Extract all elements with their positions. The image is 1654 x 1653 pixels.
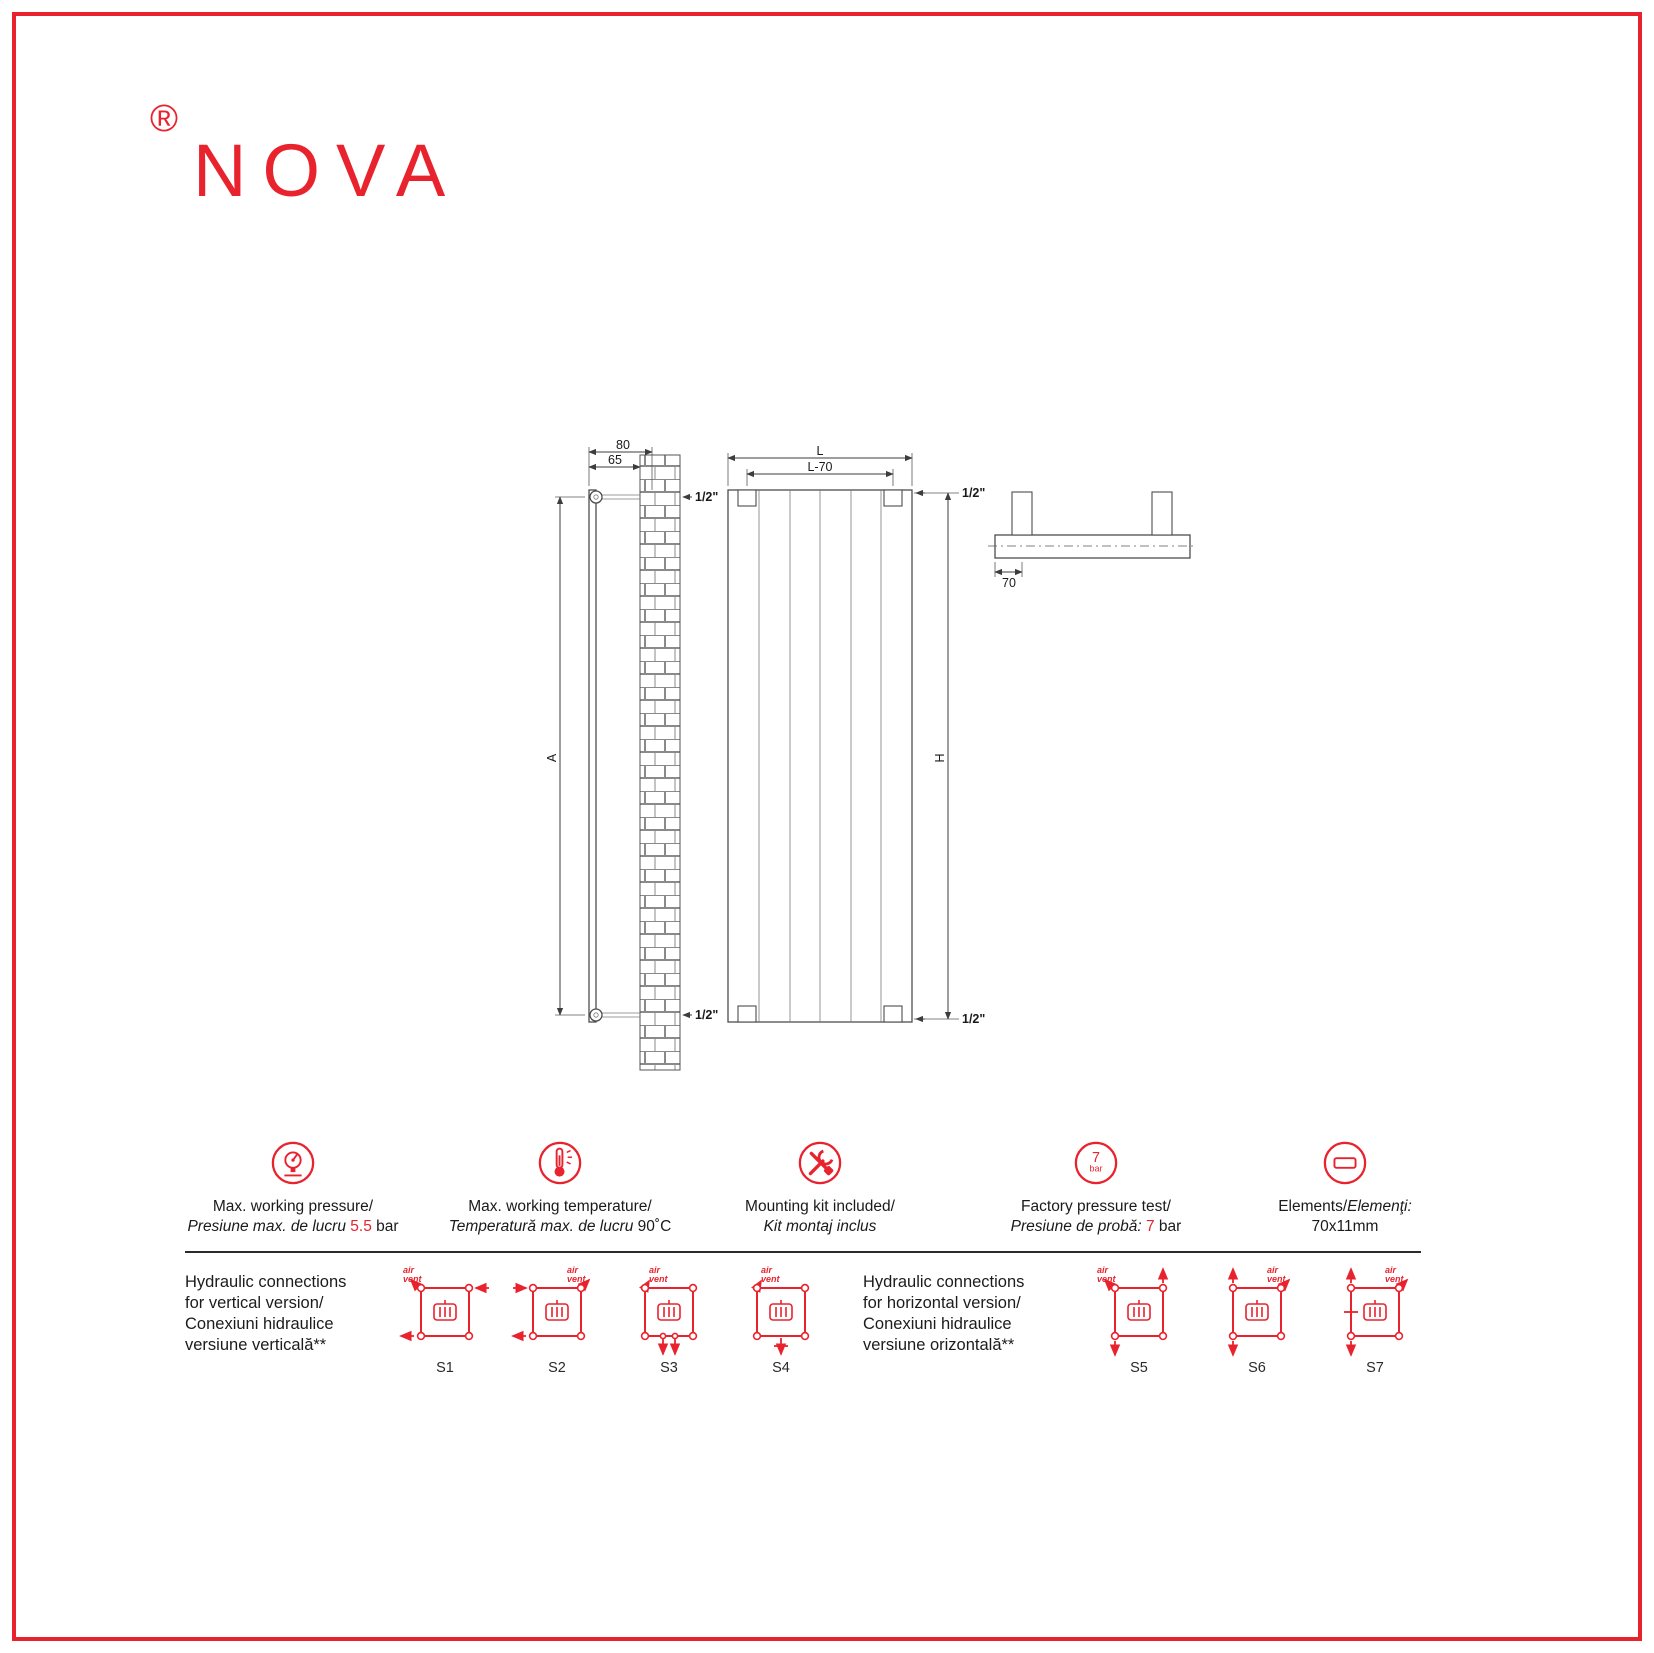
spec-title: Max. working pressure/ [212, 1198, 374, 1215]
thermometer-icon [538, 1141, 582, 1185]
diagram-label: S4 [772, 1360, 790, 1376]
spec-factory-pressure-test: 7 bar Factory pressure test/ Presiune de… [996, 1140, 1196, 1237]
spec-title: Factory pressure test/ [1021, 1198, 1171, 1215]
spec-sub-text: Kit montaj inclus [763, 1218, 877, 1235]
air-vent-label: air [403, 1265, 415, 1275]
diagram-label: S7 [1366, 1360, 1384, 1376]
connection-diagram-s6: air vent S6 [1209, 1264, 1305, 1376]
connection-diagram-s1: air vent S1 [397, 1264, 493, 1376]
connection-diagram-s7: air vent S7 [1327, 1264, 1423, 1376]
spec-sub-text: Temperatură max. de lucru [448, 1218, 638, 1235]
technical-drawing: 80 65 A 1/2" 1/2" L L-70 [545, 440, 1197, 1071]
connection-diagram-s2: air vent S2 [509, 1264, 605, 1376]
connection-size-front-bottom: 1/2" [962, 1012, 985, 1026]
horizontal-connection-diagrams: air vent S5 air vent [1091, 1264, 1423, 1376]
spec-max-working-temperature: Max. working temperature/ Temperatură ma… [440, 1140, 680, 1237]
air-vent-label: vent [1385, 1274, 1405, 1284]
dimension-65: 65 [608, 453, 622, 467]
badge-unit: bar [1089, 1164, 1102, 1174]
pressure-gauge-icon [271, 1141, 315, 1185]
spec-subtitle: Presiune de probă: 7 bar [996, 1217, 1196, 1237]
spec-mounting-kit: Mounting kit included/ Kit montaj inclus [720, 1140, 920, 1237]
dimension-H: H [933, 753, 947, 762]
spec-elements: Elements/Elemenţi: 70x11mm [1265, 1140, 1425, 1237]
vertical-connection-diagrams: air vent S1 air vent [397, 1264, 829, 1376]
s1-schematic: air vent [399, 1265, 489, 1342]
connection-size-side-bottom: 1/2" [695, 1008, 718, 1022]
dimension-70: 70 [1002, 576, 1016, 590]
dimension-L: L [817, 444, 824, 458]
spec-title: Mounting kit included/ [745, 1198, 895, 1215]
spec-subtitle: Presiune max. de lucru 5.5 bar [183, 1217, 403, 1237]
spec-subtitle: Temperatură max. de lucru 90˚C [440, 1217, 680, 1237]
s2-schematic: air vent [511, 1265, 591, 1342]
spec-sub-text: Presiune max. de lucru [187, 1218, 351, 1235]
mounting-kit-icon [798, 1141, 842, 1185]
diagram-label: S2 [548, 1360, 566, 1376]
air-vent-label: air [649, 1265, 661, 1275]
dimension-A: A [545, 753, 559, 762]
connection-diagram-s3: air vent S3 [621, 1264, 717, 1376]
spec-max-working-pressure: Max. working pressure/ Presiune max. de … [183, 1140, 403, 1237]
air-vent-label: air [567, 1265, 579, 1275]
horizontal-connections-label: Hydraulic connections for horizontal ver… [863, 1273, 1025, 1354]
brand-logo: NOVA [193, 129, 462, 212]
spec-subtitle: 70x11mm [1265, 1217, 1425, 1237]
air-vent-label: vent [649, 1274, 669, 1284]
spec-title: Elements/Elemenţi: [1265, 1197, 1425, 1217]
spec-title: Max. working temperature/ [468, 1198, 652, 1215]
spec-sub-unit: bar [371, 1218, 399, 1235]
diagram-label: S1 [436, 1360, 454, 1376]
air-vent-label: vent [1267, 1274, 1287, 1284]
spec-sub-value: 5.5 [350, 1218, 372, 1235]
s6-schematic: air vent [1227, 1265, 1291, 1357]
spec-sub-value: 90˚C [637, 1218, 672, 1235]
spec-sub-unit: bar [1154, 1218, 1182, 1235]
diagram-label: S3 [660, 1360, 678, 1376]
s4-schematic: air vent [751, 1265, 810, 1356]
connection-diagram-s4: air vent S4 [733, 1264, 829, 1376]
spec-sub-value: 7 [1145, 1218, 1155, 1235]
spec-sub-value: 70x11mm [1311, 1218, 1379, 1235]
spec-title-plain: Elements/ [1278, 1198, 1348, 1215]
connection-diagram-s5: air vent S5 [1091, 1264, 1187, 1376]
spec-subtitle: Kit montaj inclus [720, 1217, 920, 1237]
connection-size-front-top: 1/2" [962, 486, 985, 500]
air-vent-label: air [761, 1265, 773, 1275]
registered-trademark-symbol: ® [150, 98, 178, 140]
s3-schematic: air vent [639, 1265, 698, 1356]
air-vent-label: air [1385, 1265, 1397, 1275]
badge-value: 7 [1092, 1150, 1100, 1166]
element-profile-icon [1323, 1141, 1367, 1185]
spec-title-italic: Elemenţi: [1347, 1198, 1412, 1215]
diagram-label: S5 [1130, 1360, 1148, 1376]
vertical-connections-label: Hydraulic connections for vertical versi… [185, 1273, 347, 1354]
section-divider [185, 1251, 1421, 1253]
diagram-label: S6 [1248, 1360, 1266, 1376]
s5-schematic: air vent [1097, 1265, 1169, 1357]
air-vent-label: air [1267, 1265, 1279, 1275]
connection-size-side-top: 1/2" [695, 490, 718, 504]
spec-sub-text: Presiune de probă: [1010, 1218, 1146, 1235]
wall-section [639, 454, 681, 1071]
air-vent-label: vent [567, 1274, 587, 1284]
s7-schematic: air vent [1344, 1265, 1409, 1357]
air-vent-label: air [1097, 1265, 1109, 1275]
dimension-80: 80 [616, 440, 630, 452]
air-vent-label: vent [761, 1274, 781, 1284]
hydraulic-connections-section: Hydraulic connections for vertical versi… [185, 1264, 1435, 1376]
pressure-test-icon: 7 bar [1074, 1141, 1118, 1185]
dimension-L-70: L-70 [807, 460, 832, 474]
